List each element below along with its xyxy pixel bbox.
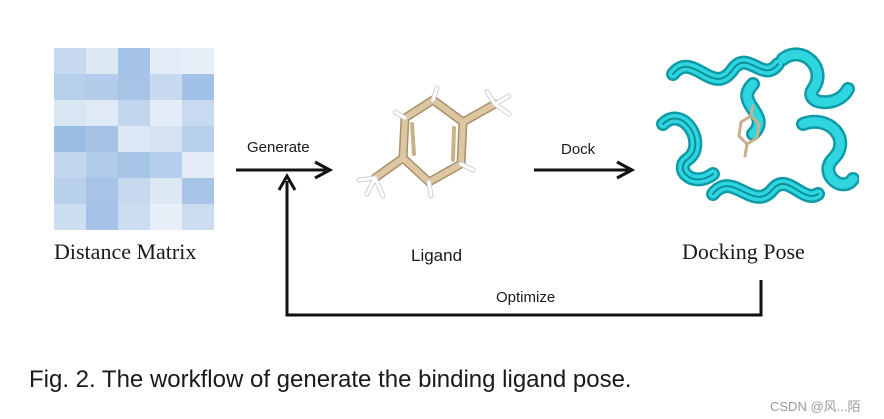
generate-arrowhead: [314, 160, 334, 180]
matrix-cell: [86, 204, 118, 230]
distance-matrix-heatmap: [54, 48, 214, 230]
matrix-cell: [118, 48, 150, 74]
matrix-cell: [182, 74, 214, 100]
matrix-cell: [182, 178, 214, 204]
ligand-molecule-image: [356, 85, 512, 199]
generate-label: Generate: [247, 139, 310, 156]
matrix-cell: [182, 126, 214, 152]
matrix-cell: [150, 126, 182, 152]
matrix-cell: [86, 178, 118, 204]
optimize-loop-line: [285, 181, 763, 317]
dock-label: Dock: [561, 141, 596, 158]
docking-pose-label: Docking Pose: [682, 239, 805, 264]
matrix-cell: [86, 48, 118, 74]
matrix-cell: [54, 152, 86, 178]
matrix-cell: [54, 126, 86, 152]
matrix-cell: [150, 74, 182, 100]
matrix-cell: [86, 126, 118, 152]
matrix-cell: [150, 178, 182, 204]
matrix-cell: [86, 74, 118, 100]
matrix-cell: [86, 100, 118, 126]
matrix-cell: [118, 100, 150, 126]
distance-matrix-label: Distance Matrix: [54, 239, 197, 264]
figure-caption: Fig. 2. The workflow of generate the bin…: [29, 366, 632, 393]
optimize-arrowhead: [277, 172, 297, 191]
ligand-label: Ligand: [411, 246, 463, 265]
matrix-cell: [150, 100, 182, 126]
watermark: CSDN @风...陌: [770, 399, 861, 414]
matrix-cell: [118, 178, 150, 204]
matrix-cell: [118, 126, 150, 152]
dock-arrowhead: [616, 160, 636, 180]
matrix-cell: [182, 152, 214, 178]
docking-pose-protein-image: [656, 47, 859, 204]
matrix-cell: [54, 100, 86, 126]
matrix-cell: [150, 204, 182, 230]
matrix-cell: [182, 100, 214, 126]
matrix-cell: [182, 204, 214, 230]
matrix-cell: [54, 74, 86, 100]
matrix-cell: [118, 152, 150, 178]
matrix-cell: [54, 48, 86, 74]
matrix-cell: [86, 152, 118, 178]
matrix-cell: [54, 178, 86, 204]
matrix-cell: [118, 204, 150, 230]
matrix-cell: [150, 48, 182, 74]
matrix-cell: [54, 204, 86, 230]
optimize-label: Optimize: [496, 289, 556, 306]
matrix-cell: [118, 74, 150, 100]
matrix-cell: [182, 48, 214, 74]
matrix-cell: [150, 152, 182, 178]
